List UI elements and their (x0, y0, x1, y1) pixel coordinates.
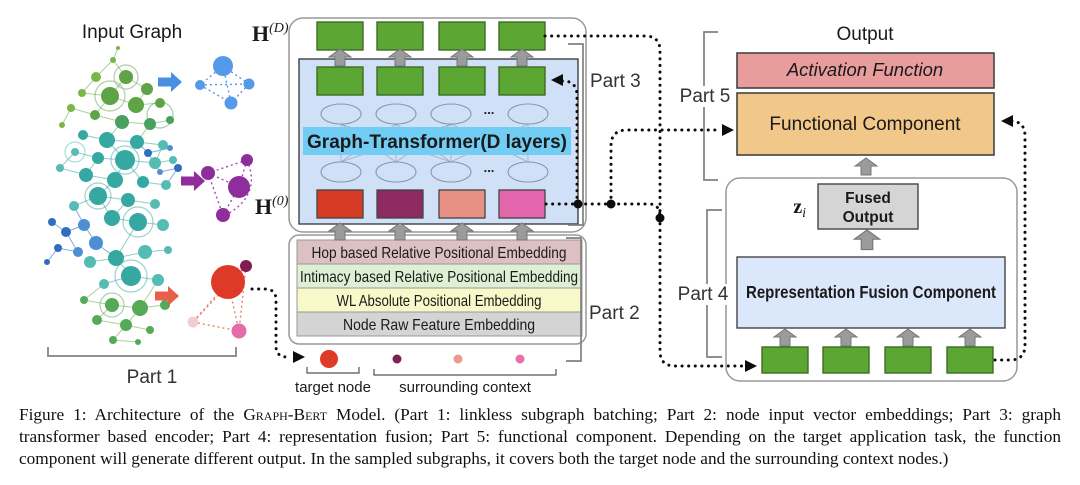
arrowhead-icon (722, 124, 734, 136)
ellipsis-top: ... (484, 102, 495, 117)
functional-component-box (736, 92, 995, 156)
activation-function-box (736, 52, 995, 89)
neuron-row-bottom: ... (320, 160, 549, 183)
junction-dot (606, 199, 616, 209)
output-title: Output (836, 24, 894, 45)
sample-arrow-blue-icon (158, 72, 182, 92)
junction-dot (573, 199, 583, 209)
caption-line-3: component will generate different output… (19, 448, 949, 468)
graph-transformer-band (303, 127, 571, 155)
graph-bert-smallcaps: Graph-Bert (243, 405, 328, 424)
subgraph-red (187, 260, 252, 339)
graph-transformer-label: Graph-Transformer(D layers) (307, 131, 567, 153)
legend-target-node-dot (320, 350, 338, 368)
h0-box-target (316, 189, 364, 219)
embedding-row-label-raw: Node Raw Feature Embedding (343, 317, 535, 334)
embedding-row-labels: Hop based Relative Positional Embedding … (300, 245, 578, 334)
part1-bracket (47, 347, 237, 357)
embedding-rows (296, 239, 583, 337)
path-subgraph-to-legend (250, 287, 293, 359)
caption-line-2: transformer based encoder; Part 4: repre… (19, 426, 1061, 446)
dataflow-dotted-paths (250, 34, 1027, 372)
neuron-row-top: ... (320, 102, 549, 125)
embedding-row-label-wl: WL Absolute Positional Embedding (337, 293, 542, 310)
fusion-input-boxes (761, 346, 994, 374)
part1-label: Part 1 (127, 367, 178, 388)
node-legend: target node surrounding context (295, 350, 557, 396)
hD-label: H(D) (252, 21, 289, 46)
figure-caption: Figure 1: Architecture of the Graph-Bert… (0, 401, 1080, 470)
h0-box-context3 (498, 189, 546, 219)
junction-dot (655, 213, 665, 223)
part2-bracket (566, 237, 582, 362)
fused-output-box (817, 183, 919, 230)
functional-component-label: Functional Component (769, 114, 961, 135)
part2-label: Part 2 (589, 303, 640, 324)
path-fusion-to-functional-right (993, 119, 1027, 362)
part4-bracket (706, 209, 722, 358)
fused-output-line2: Output (843, 209, 894, 226)
path-hD-to-fusion (543, 34, 746, 368)
part5-label: Part 5 (680, 86, 731, 107)
representation-fusion-label: Representation Fusion Component (746, 282, 996, 302)
zi-label: zi (793, 196, 806, 221)
ellipsis-bottom: ... (484, 160, 495, 175)
h0-label: H(0) (255, 194, 289, 219)
part3-bracket (568, 43, 584, 226)
arrowhead-icon (293, 351, 305, 363)
h0-box-context1 (376, 189, 424, 219)
path-h0-residual (560, 79, 579, 206)
arrowhead-icon (1001, 115, 1013, 127)
part4-label: Part 4 (678, 284, 729, 305)
input-graph-network (44, 46, 182, 345)
part3-label: Part 3 (590, 71, 641, 92)
representation-fusion-box (736, 256, 1006, 329)
subgraph-purple (201, 154, 253, 222)
legend-context-label: surrounding context (399, 379, 532, 396)
arrowhead-icon (745, 360, 757, 372)
embedding-row-label-hop: Hop based Relative Positional Embedding (312, 245, 567, 262)
h0-box-context2 (438, 189, 486, 219)
legend-target-label: target node (295, 379, 371, 396)
embedding-row-label-intimacy: Intimacy based Relative Positional Embed… (300, 269, 578, 286)
fused-output-line1: Fused (845, 190, 891, 207)
caption-line-1: Figure 1: Architecture of the Graph-Bert… (19, 405, 1061, 424)
input-graph-title: Input Graph (82, 22, 182, 43)
architecture-diagram: Input Graph (44, 17, 1027, 396)
activation-function-label: Activation Function (786, 59, 943, 80)
subgraph-blue (195, 56, 255, 110)
layer-output-boxes (316, 66, 546, 96)
arrowhead-icon (551, 74, 563, 86)
